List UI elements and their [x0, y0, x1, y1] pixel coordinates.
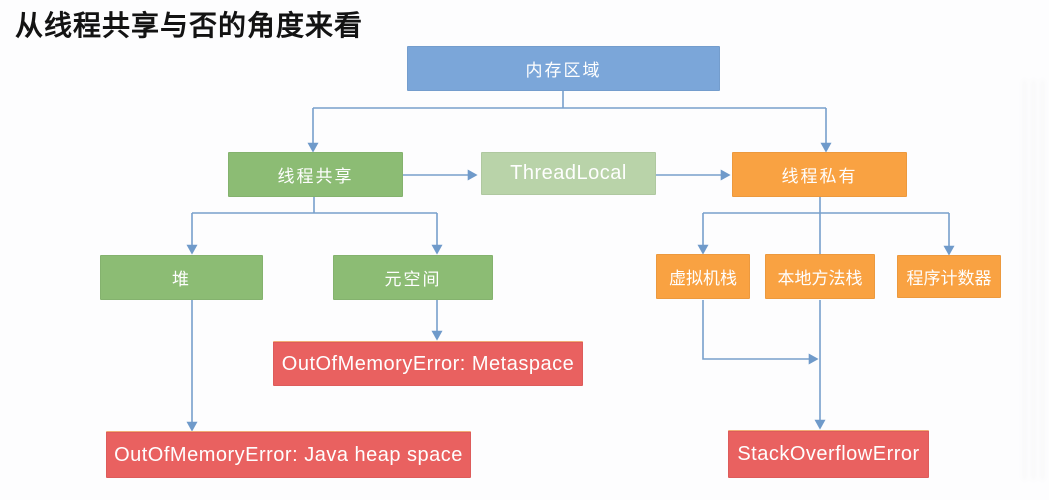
node-stackoverflow: StackOverflowError [728, 430, 929, 478]
node-heap: 堆 [100, 255, 263, 300]
node-metaspace: 元空间 [333, 255, 493, 300]
node-thread-private: 线程私有 [732, 152, 907, 197]
node-vm-stack: 虚拟机栈 [656, 254, 750, 299]
node-native-method-stack: 本地方法栈 [765, 254, 875, 299]
edge-vmstack-join [702, 300, 819, 365]
page-title: 从线程共享与否的角度来看 [15, 11, 364, 42]
node-program-counter: 程序计数器 [897, 255, 1001, 298]
node-oom-metaspace: OutOfMemoryError: Metaspace [273, 341, 583, 386]
node-memory-area: 内存区域 [407, 46, 720, 91]
node-threadlocal: ThreadLocal [481, 152, 656, 195]
scan-artifact [1023, 80, 1049, 480]
node-thread-shared: 线程共享 [228, 152, 403, 197]
node-oom-heap: OutOfMemoryError: Java heap space [106, 431, 471, 478]
